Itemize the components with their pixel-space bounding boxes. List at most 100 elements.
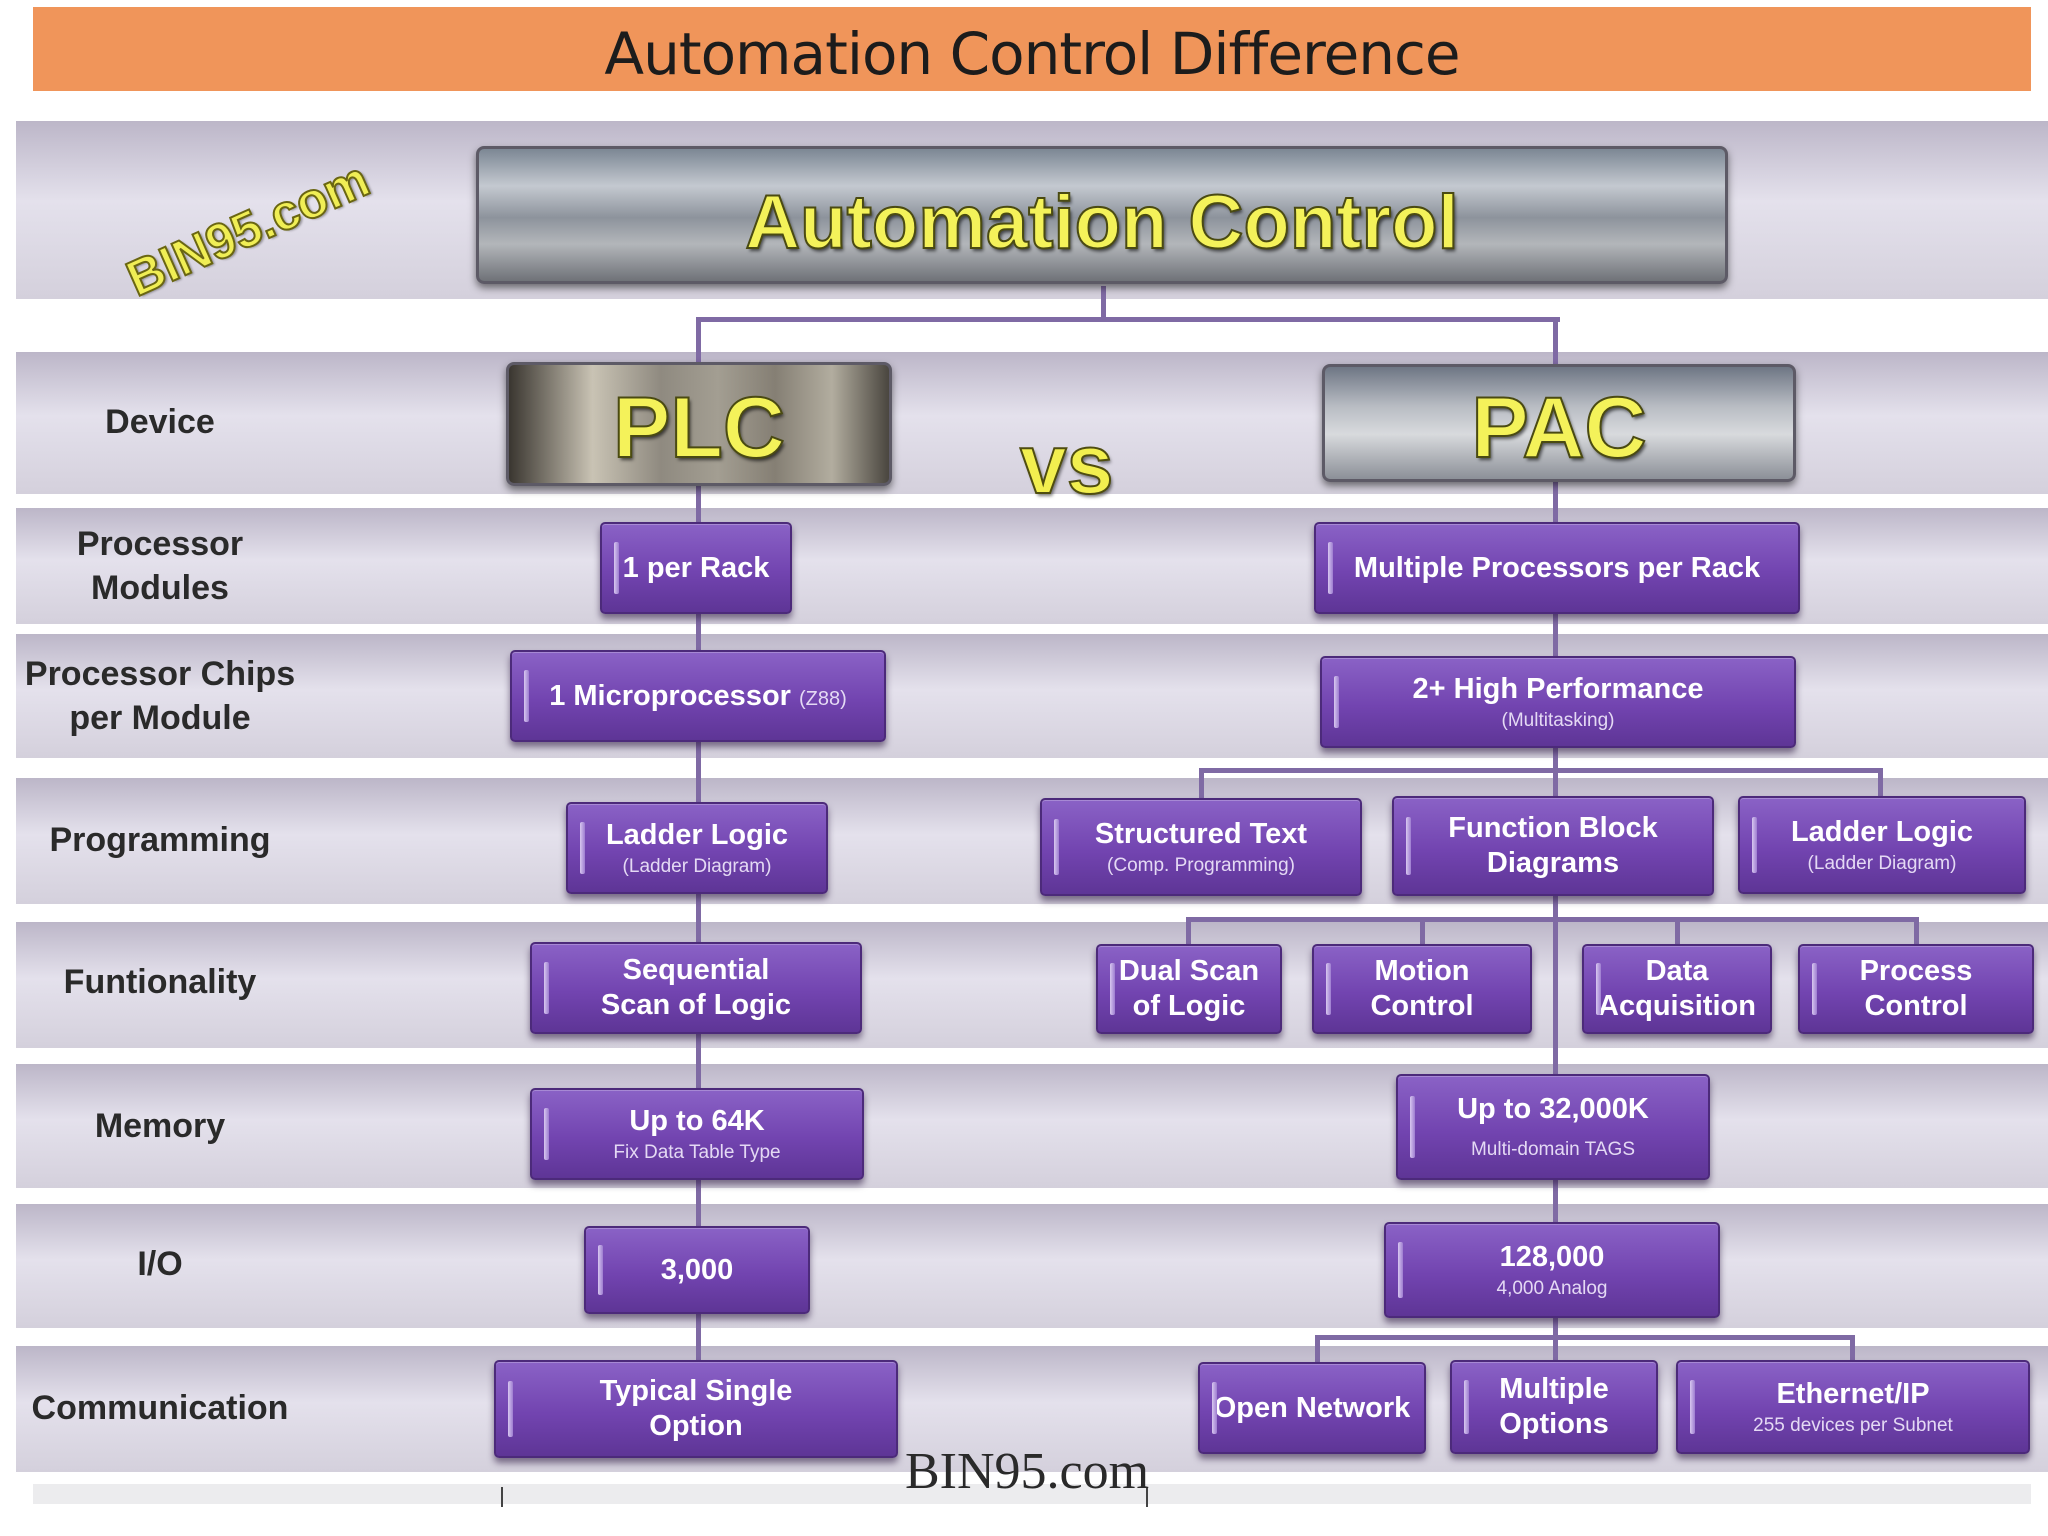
- box-main: Up to 32,000K: [1457, 1093, 1649, 1126]
- box-main: Motion: [1374, 955, 1470, 988]
- box-main: 1 Microprocessor: [549, 679, 791, 712]
- pac-io-box: 128,000 4,000 Analog: [1384, 1222, 1720, 1318]
- title-bar: Automation Control Difference: [33, 7, 2031, 91]
- connector: [1186, 917, 1191, 945]
- box-main: Typical Single: [599, 1375, 793, 1408]
- pac-processor-chips-box: 2+ High Performance (Multitasking): [1320, 656, 1796, 748]
- pac-functionality-box-dual-scan: Dual Scan of Logic: [1096, 944, 1282, 1034]
- box-main: Control: [1370, 990, 1474, 1022]
- box-text: 1 Microprocessor (Z88): [549, 679, 847, 714]
- box-main: 128,000: [1499, 1240, 1605, 1273]
- pac-functionality-box-motion-control: Motion Control: [1312, 944, 1532, 1034]
- box-sub: (Comp. Programming): [1107, 854, 1295, 876]
- box-main: Dual Scan: [1118, 955, 1260, 988]
- plc-communication-box: Typical Single Option: [494, 1360, 898, 1458]
- box-sub: Fix Data Table Type: [613, 1141, 781, 1163]
- box-main: Multiple: [1499, 1373, 1609, 1406]
- box-main: Option: [649, 1410, 743, 1442]
- box-sub: 4,000 Analog: [1496, 1277, 1608, 1299]
- pac-communication-box-open-network: Open Network: [1198, 1362, 1426, 1454]
- plc-memory-box: Up to 64K Fix Data Table Type: [530, 1088, 864, 1180]
- box-sub: (Ladder Diagram): [622, 855, 772, 877]
- footer-watermark: BIN95.com: [905, 1443, 1150, 1500]
- box-main: 2+ High Performance: [1412, 672, 1704, 705]
- plc-device-photo: PLC: [506, 362, 892, 486]
- pac-programming-box-function-block: Function Block Diagrams: [1392, 796, 1714, 896]
- box-main: Diagrams: [1486, 847, 1620, 879]
- box-sub: (Multitasking): [1501, 709, 1615, 731]
- box-main: Structured Text: [1094, 817, 1308, 850]
- plc-functionality-box: Sequential Scan of Logic: [530, 942, 862, 1034]
- box-main: Function Block: [1448, 812, 1658, 845]
- row-label-line: Modules: [91, 569, 229, 607]
- box-main: Options: [1499, 1408, 1609, 1440]
- pac-functionality-box-data-acquisition: Data Acquisition: [1582, 944, 1772, 1034]
- plc-device-label: PLC: [612, 379, 786, 477]
- box-main: Ethernet/IP: [1776, 1377, 1930, 1410]
- row-label-line: per Module: [69, 699, 251, 737]
- box-main: Sequential: [622, 954, 770, 987]
- box-main: Up to 64K: [629, 1104, 765, 1137]
- footer-tick: [501, 1487, 503, 1507]
- box-main: Data: [1645, 955, 1709, 988]
- root-label: Automation Control: [744, 179, 1459, 266]
- box-text: 1 per Rack: [622, 551, 770, 584]
- plc-programming-box: Ladder Logic (Ladder Diagram): [566, 802, 828, 894]
- box-main: of Logic: [1132, 990, 1246, 1022]
- row-label-line: Processor: [76, 525, 244, 563]
- row-label-programming: Programming: [49, 821, 271, 859]
- plc-processor-chips-box: 1 Microprocessor (Z88): [510, 650, 886, 742]
- connector: [1315, 1335, 1855, 1340]
- row-label-communication: Communication: [31, 1389, 289, 1427]
- pac-communication-box-multiple-options: Multiple Options: [1450, 1360, 1658, 1454]
- box-main: 3,000: [660, 1253, 734, 1286]
- connector: [1914, 917, 1919, 945]
- connector: [1199, 768, 1883, 773]
- vs-label: vs: [1019, 416, 1114, 512]
- connector: [696, 317, 1560, 322]
- box-main: Ladder Logic: [1790, 815, 1974, 848]
- box-main: Control: [1864, 990, 1968, 1022]
- row-label-processor-chips: Processor Chips per Module: [20, 652, 300, 740]
- connector: [1420, 917, 1425, 945]
- box-text: Multiple Processors per Rack: [1353, 551, 1761, 584]
- automation-control-photo: Automation Control: [476, 146, 1728, 284]
- connector: [1878, 768, 1883, 798]
- plc-io-box: 3,000: [584, 1226, 810, 1314]
- footer-tick: [1146, 1487, 1148, 1507]
- connector: [1315, 1335, 1320, 1363]
- box-main: Scan of Logic: [600, 989, 792, 1021]
- box-main: Process: [1859, 955, 1973, 988]
- pac-functionality-box-process-control: Process Control: [1798, 944, 2034, 1034]
- connector: [1199, 768, 1204, 798]
- row-band-io: [16, 1204, 2048, 1328]
- row-label-processor-modules: Processor Modules: [20, 522, 300, 610]
- connector: [1850, 1335, 1855, 1363]
- row-label-io: I/O: [137, 1245, 183, 1283]
- row-band-memory: [16, 1064, 2048, 1188]
- connector: [1101, 286, 1106, 320]
- box-main: Ladder Logic: [605, 818, 789, 851]
- row-label-device: Device: [105, 403, 215, 441]
- page-title: Automation Control Difference: [604, 20, 1460, 88]
- pac-device-label: PAC: [1470, 379, 1647, 477]
- connector: [1675, 917, 1680, 945]
- box-sub: Multi-domain TAGS: [1470, 1139, 1635, 1160]
- row-label-line: Processor Chips: [24, 655, 296, 693]
- pac-memory-box: Up to 32,000K Multi-domain TAGS: [1396, 1074, 1710, 1180]
- footer-strip: [33, 1484, 2031, 1504]
- box-main: Acquisition: [1598, 990, 1756, 1022]
- box-note: (Z88): [799, 687, 847, 710]
- connector: [1186, 917, 1919, 922]
- pac-programming-box-structured-text: Structured Text (Comp. Programming): [1040, 798, 1362, 896]
- plc-processor-modules-box: 1 per Rack: [600, 522, 792, 614]
- box-sub: (Ladder Diagram): [1807, 852, 1957, 874]
- pac-device-photo: PAC: [1322, 364, 1796, 482]
- pac-communication-box-ethernet-ip: Ethernet/IP 255 devices per Subnet: [1676, 1360, 2030, 1454]
- pac-programming-box-ladder-logic: Ladder Logic (Ladder Diagram): [1738, 796, 2026, 894]
- box-main: Open Network: [1213, 1391, 1411, 1424]
- row-label-memory: Memory: [94, 1107, 226, 1145]
- pac-processor-modules-box: Multiple Processors per Rack: [1314, 522, 1800, 614]
- row-label-functionality: Funtionality: [63, 963, 257, 1001]
- box-sub: 255 devices per Subnet: [1753, 1414, 1953, 1436]
